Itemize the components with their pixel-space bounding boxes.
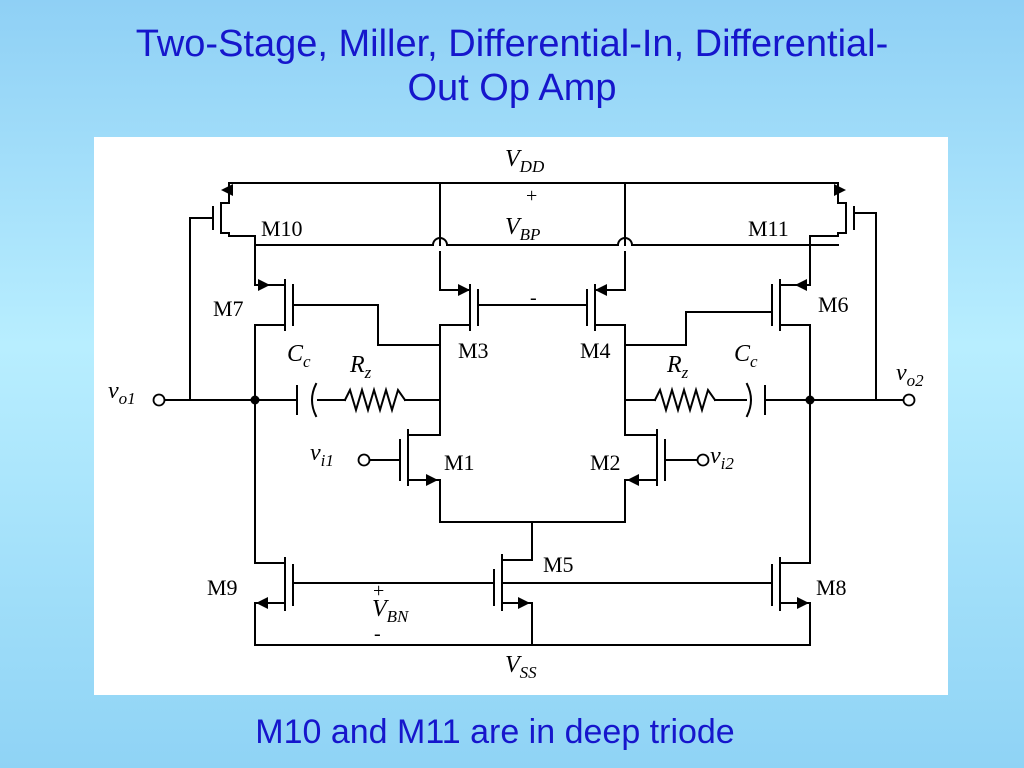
label-m5: M5 xyxy=(543,552,574,577)
label-cc-right: Cc xyxy=(734,341,758,371)
node-labels: VDD + VBP - Cc Rz Rz Cc vo1 vo2 vi1 vi2 … xyxy=(108,146,924,682)
label-rz-left: Rz xyxy=(349,352,372,382)
m3-arrow xyxy=(458,284,470,296)
slide-caption: M10 and M11 are in deep triode xyxy=(255,713,735,751)
m2-arrow xyxy=(627,474,639,486)
transistor-arrows xyxy=(221,184,846,609)
transistor-labels: M10 M11 M7 M6 M3 M4 M1 M2 M9 M5 M8 xyxy=(207,216,849,600)
m10-arrow xyxy=(221,184,233,196)
label-cc-left: Cc xyxy=(287,341,311,371)
vbn-plus: + xyxy=(373,580,384,602)
label-rz-right: Rz xyxy=(666,352,689,382)
terminal-vo2 xyxy=(902,393,916,407)
label-vo1: vo1 xyxy=(108,378,136,408)
label-vi1: vi1 xyxy=(310,440,334,470)
m6-arrow xyxy=(795,279,807,291)
circuit-wires xyxy=(164,182,904,646)
label-m2: M2 xyxy=(590,450,621,475)
vbp-minus: - xyxy=(530,287,537,309)
m5-arrow xyxy=(518,597,530,609)
m8-arrow xyxy=(797,597,809,609)
m7-arrow xyxy=(258,279,270,291)
label-vss: VSS xyxy=(505,652,537,682)
node-dot-right xyxy=(805,395,815,405)
label-vo2: vo2 xyxy=(896,360,924,390)
terminals xyxy=(152,393,916,467)
label-m3: M3 xyxy=(458,338,489,363)
label-vbp: VBP xyxy=(505,214,540,244)
label-m1: M1 xyxy=(444,450,475,475)
slide-title: Two-Stage, Miller, Differential-In, Diff… xyxy=(0,22,1024,110)
label-vi2: vi2 xyxy=(710,443,734,473)
title-line-1: Two-Stage, Miller, Differential-In, Diff… xyxy=(135,23,889,65)
label-m10: M10 xyxy=(261,216,303,241)
m1-arrow xyxy=(426,474,438,486)
circuit-panel: M10 M11 M7 M6 M3 M4 M1 M2 M9 M5 M8 VDD +… xyxy=(94,137,948,695)
label-m8: M8 xyxy=(816,575,847,600)
label-m6: M6 xyxy=(818,292,849,317)
terminal-vi2 xyxy=(696,453,710,467)
op-amp-schematic: M10 M11 M7 M6 M3 M4 M1 M2 M9 M5 M8 VDD +… xyxy=(108,146,924,682)
label-vdd: VDD xyxy=(505,146,545,176)
terminal-vo1 xyxy=(152,393,166,407)
connection-dots xyxy=(250,395,815,405)
node-dot-left xyxy=(250,395,260,405)
terminal-vi1 xyxy=(357,453,371,467)
m4-arrow xyxy=(595,284,607,296)
label-m9: M9 xyxy=(207,575,238,600)
title-line-2: Out Op Amp xyxy=(407,67,617,109)
m11-arrow xyxy=(834,184,846,196)
vbn-minus: - xyxy=(374,623,381,645)
label-vbn: VBN xyxy=(372,596,410,626)
label-m4: M4 xyxy=(580,338,611,363)
vbp-plus: + xyxy=(526,185,537,207)
label-m7: M7 xyxy=(213,296,244,321)
m9-arrow xyxy=(256,597,268,609)
label-m11: M11 xyxy=(748,216,789,241)
